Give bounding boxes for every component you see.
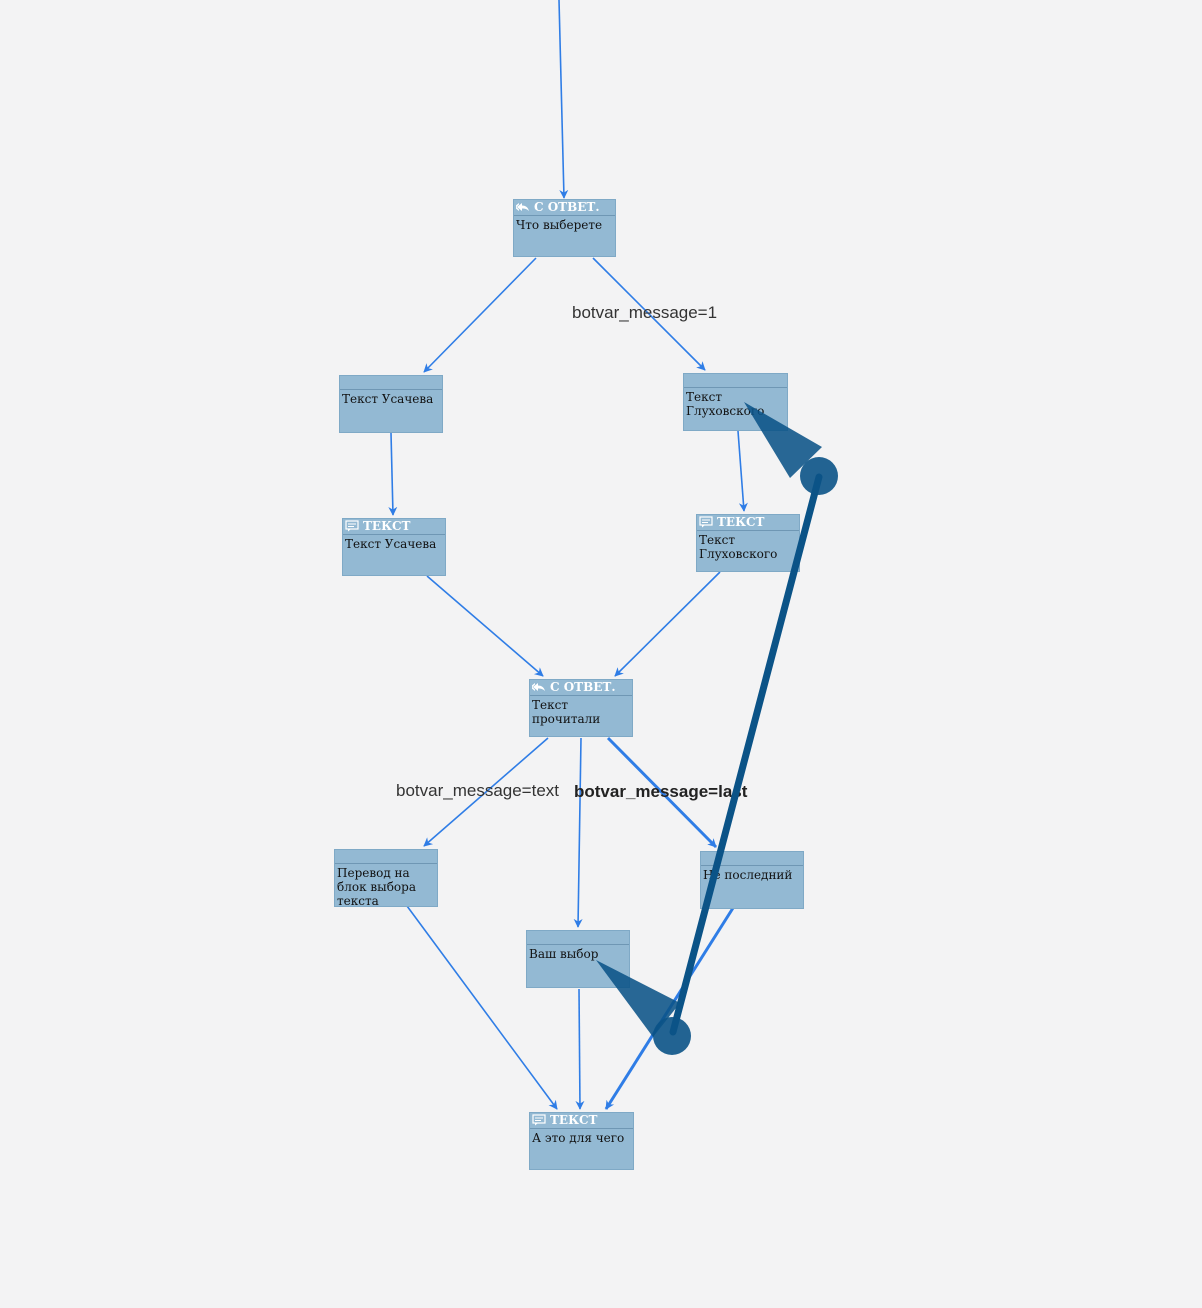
node-q2[interactable]: С ОТВЕТ. Текст прочитали: [529, 679, 633, 737]
edge-drag-handle[interactable]: [596, 402, 838, 1055]
node-text: Текст Глуховского: [686, 390, 765, 418]
node-type: С ОТВЕТ.: [534, 200, 600, 214]
node-gluh-text[interactable]: ТЕКСТ Текст Глуховского: [696, 514, 800, 572]
edge-q2-last[interactable]: [606, 736, 718, 849]
node-type: С ОТВЕТ.: [550, 680, 616, 694]
drag-arrowhead-top[interactable]: [744, 402, 822, 478]
node-text: Текст Усачева: [345, 537, 437, 551]
node-usachev-text[interactable]: ТЕКСТ Текст Усачева: [342, 518, 446, 576]
node-header: ТЕКСТ: [343, 519, 445, 535]
message-icon: [345, 520, 359, 532]
node-header: С ОТВЕТ.: [514, 200, 615, 216]
node-header: [527, 931, 629, 945]
drag-line[interactable]: [669, 473, 823, 1036]
node-header: ТЕКСТ: [697, 515, 799, 531]
node-usachev[interactable]: Текст Усачева: [339, 375, 443, 433]
node-final[interactable]: ТЕКСТ А это для чего: [529, 1112, 634, 1170]
drag-arrowhead-bottom[interactable]: [596, 960, 680, 1037]
node-text: А это для чего: [532, 1131, 625, 1145]
node-type: ТЕКСТ: [550, 1113, 598, 1127]
reply-icon: [532, 683, 545, 691]
edge-gluh-text[interactable]: [737, 430, 748, 512]
edge-q1-usachev[interactable]: [423, 257, 537, 373]
edge-label-msg-text[interactable]: botvar_message=text: [396, 781, 560, 800]
node-transfer[interactable]: Перевод на блок выбора текста: [334, 849, 438, 908]
reply-icon: [516, 203, 529, 211]
node-type: ТЕКСТ: [363, 519, 411, 533]
edge-q1-gluh[interactable]: [592, 257, 706, 371]
node-text: Что выберете: [516, 218, 603, 232]
node-text: Текст прочитали: [532, 698, 601, 726]
edge-q2-transfer[interactable]: [423, 737, 549, 847]
message-icon: [699, 516, 713, 528]
drag-handle-bottom[interactable]: [653, 1017, 691, 1055]
drag-handle-top[interactable]: [800, 457, 838, 495]
edge-label-msg-last[interactable]: botvar_message=last: [574, 782, 748, 801]
node-text: Перевод на блок выбора текста: [337, 866, 416, 908]
node-text: Ваш выбор: [529, 947, 599, 961]
edge-incoming[interactable]: [558, 0, 569, 199]
edge-transfer-final[interactable]: [406, 905, 558, 1110]
edge-q2-choice[interactable]: [573, 737, 583, 928]
node-header: [340, 376, 442, 390]
node-header: С ОТВЕТ.: [530, 680, 632, 696]
edge-usachev-text[interactable]: [388, 432, 398, 516]
node-gluh[interactable]: Текст Глуховского: [683, 373, 788, 431]
node-text: Не последний: [703, 868, 793, 882]
edge-label-msg1[interactable]: botvar_message=1: [572, 303, 718, 322]
node-q1[interactable]: С ОТВЕТ. Что выберете: [513, 199, 616, 257]
node-choice[interactable]: Ваш выбор: [526, 930, 630, 988]
node-header: [684, 374, 787, 388]
edge-gluh-q2[interactable]: [614, 571, 721, 677]
edge-choice-final[interactable]: [575, 988, 585, 1110]
node-text: Текст Усачева: [342, 392, 434, 406]
message-icon: [532, 1114, 546, 1126]
node-header: [701, 852, 803, 866]
node-type: ТЕКСТ: [717, 515, 765, 529]
edge-usachev-q2[interactable]: [426, 575, 544, 677]
node-header: ТЕКСТ: [530, 1113, 633, 1129]
node-header: [335, 850, 437, 864]
node-text: Текст Глуховского: [699, 533, 778, 561]
